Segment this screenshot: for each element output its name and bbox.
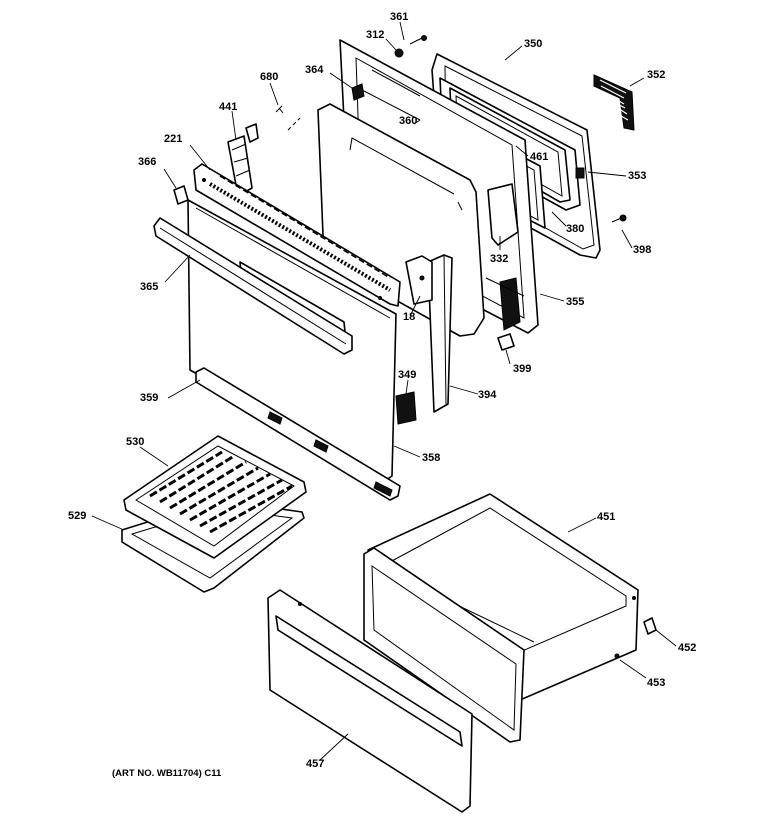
callout-352: 352 (647, 69, 665, 81)
part-398-screw (611, 214, 627, 223)
callout-380: 380 (566, 223, 584, 235)
callout-451: 451 (597, 511, 615, 523)
callout-labels: 361 312 350 352 680 364 441 360 461 221 … (68, 11, 696, 779)
callout-350: 350 (524, 38, 542, 50)
part-361-screw (409, 35, 427, 45)
part-530-broiler-grid (123, 435, 307, 559)
part-441-hinge-bracket (227, 123, 259, 197)
callout-359: 359 (140, 392, 158, 404)
callout-452: 452 (678, 642, 696, 654)
callout-365: 365 (140, 281, 158, 293)
part-680-screw (275, 105, 301, 131)
part-452-bumper (643, 617, 657, 635)
callout-441: 441 (219, 101, 237, 113)
callout-453: 453 (647, 677, 665, 689)
part-drawer-side-panel (363, 547, 525, 743)
callout-360: 360 (399, 115, 417, 127)
callout-355: 355 (566, 296, 584, 308)
part-453-screw (614, 653, 620, 659)
callout-364: 364 (305, 64, 324, 76)
part-312-screw (394, 48, 404, 58)
callout-18: 18 (403, 311, 415, 323)
callout-530: 530 (126, 436, 144, 448)
callout-221: 221 (164, 133, 182, 145)
part-349-insulation (395, 391, 417, 425)
callout-366: 366 (138, 156, 156, 168)
leader-lines (91, 21, 677, 761)
part-352-vent (593, 74, 635, 131)
part-364-clip (351, 83, 365, 101)
callout-399: 399 (513, 363, 531, 375)
callout-361: 361 (390, 11, 408, 23)
callout-312: 312 (366, 29, 384, 41)
art-number-label: (ART NO. WB11704) C11 (112, 768, 222, 779)
part-221-vent-trim (193, 163, 401, 307)
part-457-drawer-front (267, 589, 473, 813)
part-353-clip (575, 167, 585, 179)
callout-529: 529 (68, 510, 86, 522)
part-394-hinge-channel (405, 254, 453, 413)
part-366-bumper (173, 185, 189, 205)
callout-358: 358 (422, 452, 440, 464)
callout-461: 461 (530, 151, 548, 163)
part-365-door-handle (153, 217, 353, 355)
callout-349: 349 (398, 369, 416, 381)
part-399-bumper (497, 333, 515, 351)
callout-394: 394 (478, 389, 497, 401)
callout-332: 332 (490, 253, 508, 265)
callout-457: 457 (306, 758, 324, 770)
callout-353: 353 (628, 170, 646, 182)
callout-398: 398 (633, 244, 651, 256)
callout-680: 680 (260, 71, 278, 83)
